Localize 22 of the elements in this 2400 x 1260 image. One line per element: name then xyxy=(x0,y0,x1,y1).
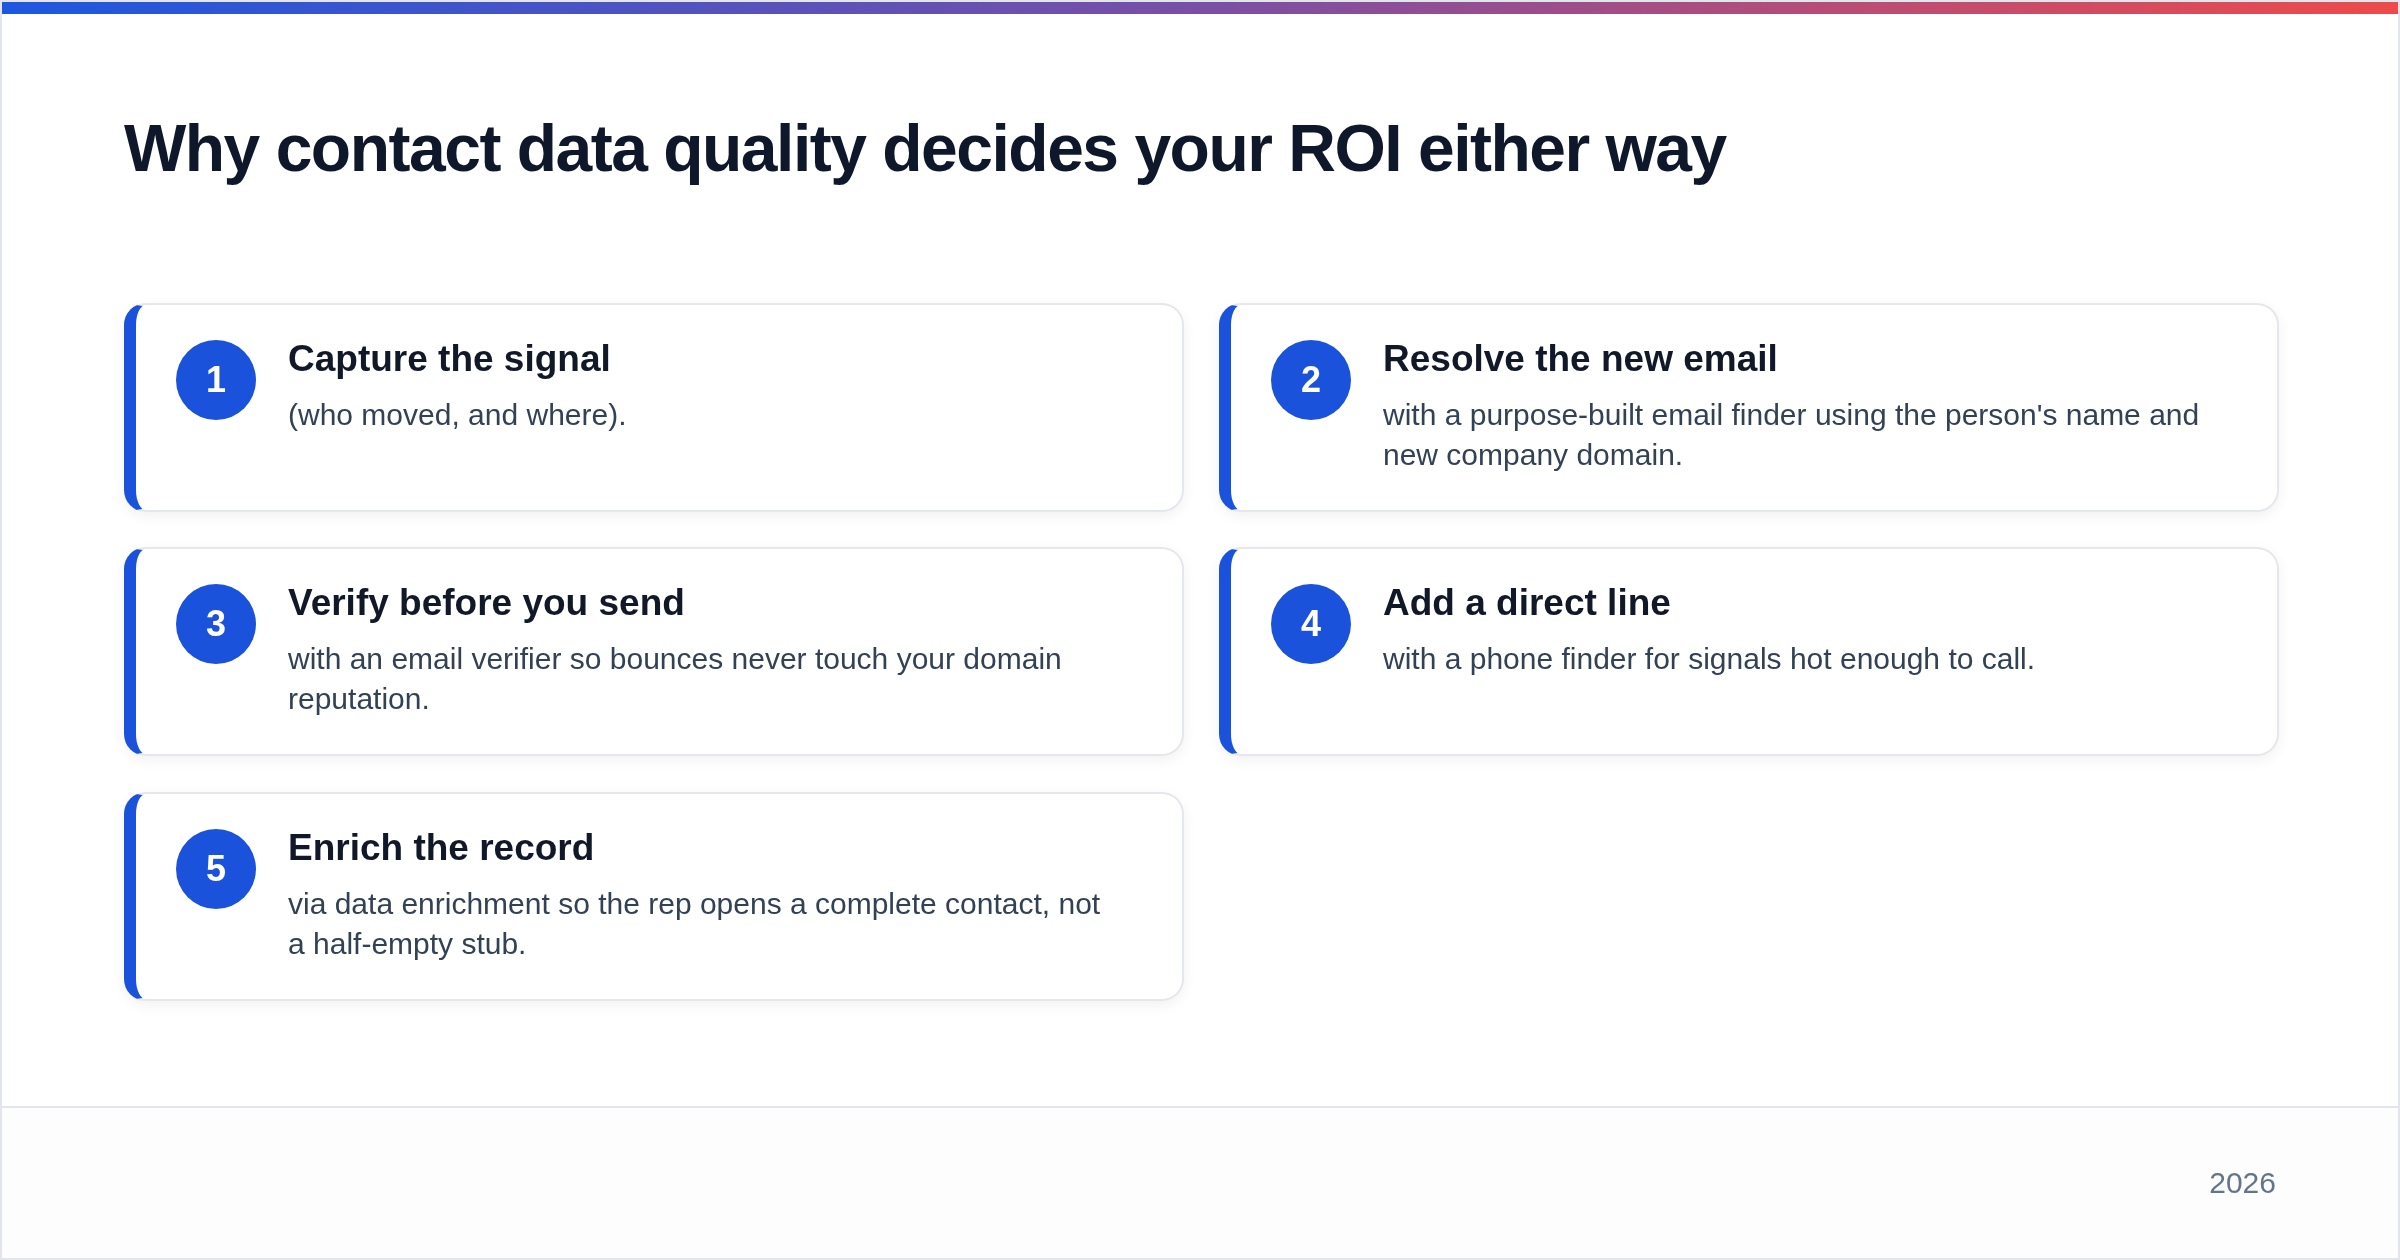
step-card xyxy=(124,792,1184,1001)
step-card xyxy=(1219,547,2279,756)
step-description: with a purpose-built email finder using the person's name and new company domain. xyxy=(1383,397,2201,473)
step-card xyxy=(124,547,1184,756)
step-heading: Resolve the new email xyxy=(1383,338,1778,380)
step-description: with an email verifier so bounces never touch your domain reputation. xyxy=(288,641,1063,717)
step-number: 1 xyxy=(176,340,256,420)
step-description: (who moved, and where). xyxy=(288,397,628,433)
step-description: with a phone finder for signals hot enough to call. xyxy=(1383,641,2037,677)
step-number: 4 xyxy=(1271,584,1351,664)
step-heading: Capture the signal xyxy=(288,338,611,380)
step-card xyxy=(1219,303,2279,512)
step-number: 2 xyxy=(1271,340,1351,420)
step-heading: Verify before you send xyxy=(288,582,685,624)
step-heading: Add a direct line xyxy=(1383,582,1671,624)
step-heading: Enrich the record xyxy=(288,827,595,869)
step-number: 5 xyxy=(176,829,256,909)
page-title: Why contact data quality decides your ROI either way xyxy=(124,110,1726,186)
year-label: 2026 xyxy=(2209,1166,2276,1200)
step-number: 3 xyxy=(176,584,256,664)
step-description: via data enrichment so the rep opens a complete contact, not a half-empty stub. xyxy=(288,886,1102,962)
step-card xyxy=(124,303,1184,512)
